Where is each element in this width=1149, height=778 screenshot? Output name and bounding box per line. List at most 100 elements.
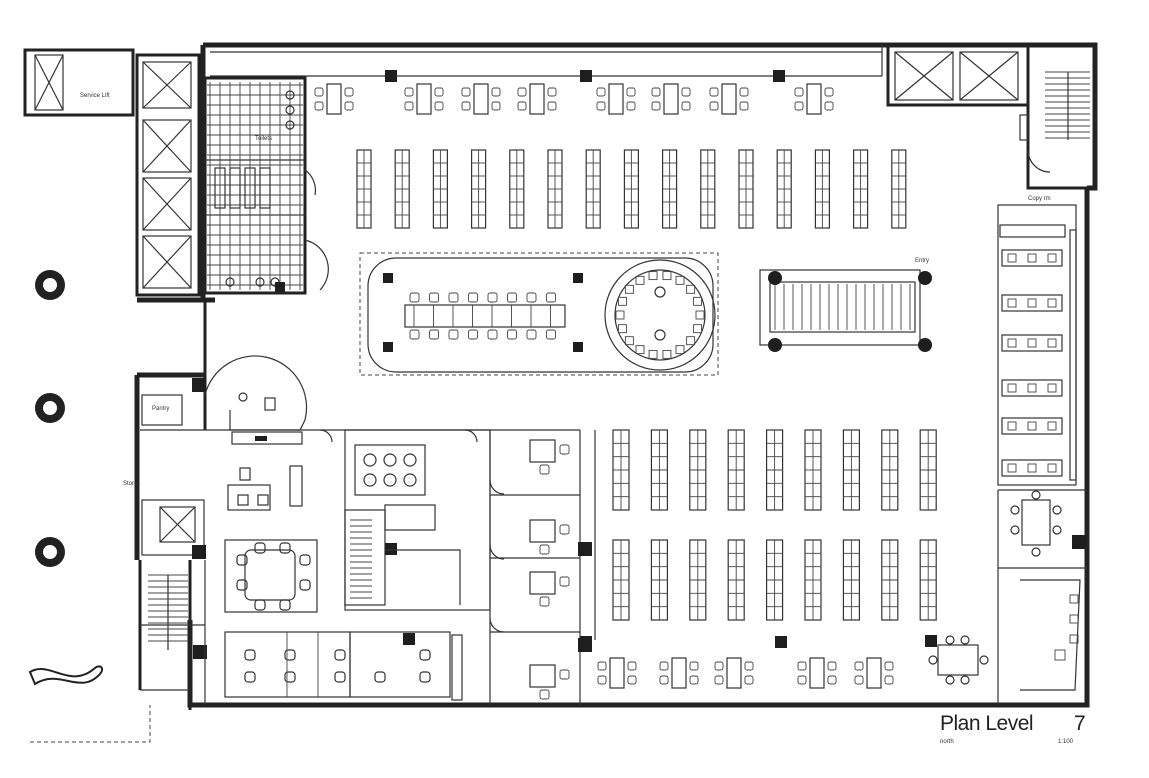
desk bbox=[529, 519, 556, 543]
basin bbox=[285, 120, 295, 130]
chair bbox=[827, 675, 837, 685]
workstation bbox=[416, 83, 432, 115]
svg-text:Entry: Entry bbox=[915, 258, 929, 264]
chair bbox=[714, 661, 724, 671]
workstation bbox=[721, 83, 737, 115]
chair bbox=[827, 661, 837, 671]
chair bbox=[1047, 383, 1057, 393]
chair bbox=[739, 101, 749, 111]
chair bbox=[1027, 421, 1037, 431]
seat bbox=[693, 296, 703, 306]
external-columns bbox=[28, 270, 151, 743]
plan-title: Plan Level bbox=[940, 712, 1034, 735]
chair bbox=[461, 87, 471, 97]
chair bbox=[547, 87, 557, 97]
seat bbox=[648, 271, 658, 281]
escalator: Entry bbox=[759, 258, 932, 352]
chair bbox=[491, 87, 501, 97]
right-offices bbox=[925, 204, 1087, 705]
chair bbox=[448, 292, 459, 303]
desk bbox=[1001, 249, 1063, 267]
chair bbox=[797, 675, 807, 685]
seat bbox=[695, 310, 705, 320]
chair bbox=[1069, 594, 1079, 604]
chair bbox=[419, 671, 431, 683]
chair bbox=[334, 671, 346, 683]
cubicle bbox=[229, 167, 241, 209]
chair bbox=[299, 554, 311, 566]
chair bbox=[254, 599, 266, 611]
seat bbox=[615, 310, 625, 320]
chair bbox=[739, 87, 749, 97]
desk bbox=[529, 664, 556, 688]
seat bbox=[662, 271, 672, 281]
desk bbox=[1001, 417, 1063, 435]
seat bbox=[624, 336, 634, 346]
chair bbox=[1047, 298, 1057, 308]
cubicle bbox=[259, 167, 271, 209]
cubicle bbox=[244, 167, 256, 209]
chair bbox=[526, 292, 537, 303]
chair bbox=[627, 675, 637, 685]
chair bbox=[539, 544, 550, 555]
chair bbox=[236, 579, 248, 591]
chair bbox=[429, 329, 439, 340]
chair bbox=[1069, 614, 1079, 624]
desk bbox=[1001, 294, 1063, 312]
chair bbox=[344, 87, 354, 97]
bottom-workstation-pods bbox=[580, 636, 894, 689]
basin bbox=[285, 105, 295, 115]
plan-title-block: Plan Level 7 north 1:100 bbox=[940, 712, 1120, 760]
chair bbox=[559, 576, 570, 587]
chair bbox=[468, 329, 478, 340]
store-label: Store bbox=[123, 481, 138, 487]
chair bbox=[244, 671, 256, 683]
seat bbox=[662, 349, 672, 359]
column bbox=[773, 70, 785, 82]
chair bbox=[854, 661, 864, 671]
round-stool bbox=[383, 473, 397, 487]
chair bbox=[429, 292, 439, 303]
chair bbox=[1007, 421, 1017, 431]
chair bbox=[1047, 338, 1057, 348]
chair bbox=[884, 675, 894, 685]
chair bbox=[1007, 383, 1017, 393]
toilets-label: Toilets bbox=[255, 136, 272, 142]
chair bbox=[491, 101, 501, 111]
chair bbox=[1007, 253, 1017, 263]
seat bbox=[617, 324, 627, 334]
north-note: north bbox=[940, 739, 954, 745]
round-stool bbox=[403, 473, 417, 487]
chair bbox=[1047, 421, 1057, 431]
service-lift-label: Service Lift bbox=[80, 93, 110, 99]
chair bbox=[279, 542, 291, 554]
chair bbox=[824, 87, 834, 97]
workstation bbox=[473, 83, 489, 115]
chair bbox=[627, 661, 637, 671]
chair bbox=[1047, 463, 1057, 473]
chair bbox=[279, 599, 291, 611]
chair bbox=[539, 464, 550, 475]
chair bbox=[547, 101, 557, 111]
chair bbox=[744, 675, 754, 685]
chair bbox=[244, 649, 256, 661]
desk bbox=[1001, 379, 1063, 397]
chair bbox=[284, 649, 296, 661]
board-table bbox=[404, 304, 566, 328]
chair bbox=[797, 661, 807, 671]
middle-office-strip bbox=[489, 430, 596, 705]
chair bbox=[468, 292, 478, 303]
chair bbox=[689, 661, 699, 671]
lift-shafts-left bbox=[135, 53, 201, 297]
workstation bbox=[671, 657, 687, 689]
chair bbox=[709, 101, 719, 111]
chair bbox=[794, 101, 804, 111]
copy-room-label: Copy rm bbox=[1028, 196, 1051, 202]
chair bbox=[681, 101, 691, 111]
chair bbox=[659, 675, 669, 685]
seat bbox=[693, 324, 703, 334]
round-stool bbox=[403, 453, 417, 467]
chair bbox=[1027, 253, 1037, 263]
workstation bbox=[608, 83, 624, 115]
